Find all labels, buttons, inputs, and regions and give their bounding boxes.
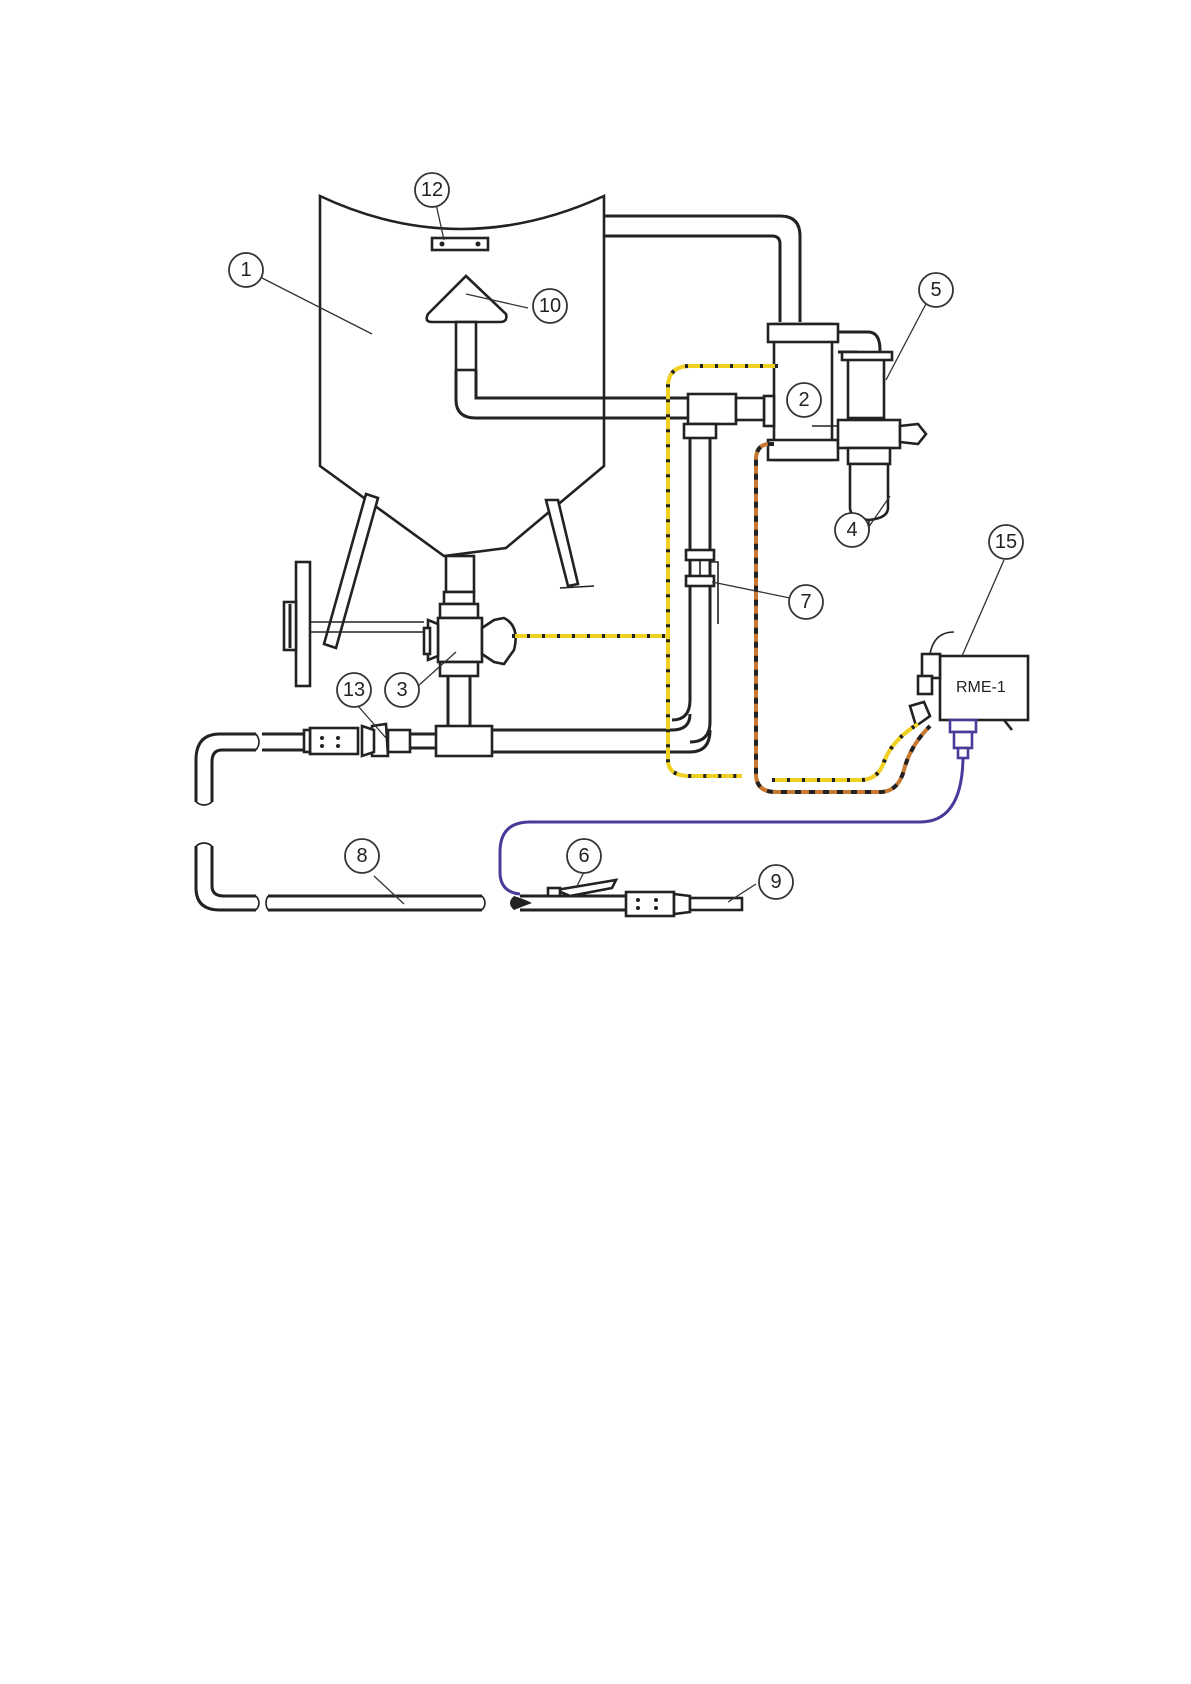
deadman-handle — [510, 880, 626, 910]
callout-12: 12 — [415, 173, 449, 207]
callout-8: 8 — [345, 839, 379, 873]
callout-2: 2 — [787, 383, 821, 417]
callout-3: 3 — [385, 673, 419, 707]
control-box: RME-1 — [910, 632, 1028, 758]
svg-text:5: 5 — [930, 279, 941, 301]
callout-10: 10 — [533, 289, 567, 323]
callout-13: 13 — [337, 673, 371, 707]
svg-text:6: 6 — [578, 845, 589, 867]
svg-text:3: 3 — [396, 679, 407, 701]
callout-1: 1 — [229, 253, 263, 287]
svg-text:15: 15 — [995, 531, 1017, 553]
pressure-vessel — [320, 196, 604, 648]
callout-7: 7 — [789, 585, 823, 619]
control-box-label: RME-1 — [956, 679, 1006, 696]
control-line-orange — [756, 444, 930, 792]
electric-cable — [500, 758, 963, 894]
svg-text:7: 7 — [800, 591, 811, 613]
svg-text:13: 13 — [343, 679, 365, 701]
svg-text:10: 10 — [539, 295, 561, 317]
callout-9: 9 — [759, 865, 793, 899]
blast-hose-upper — [196, 734, 304, 805]
svg-text:2: 2 — [798, 389, 809, 411]
metering-valve — [424, 592, 516, 676]
svg-text:4: 4 — [846, 519, 857, 541]
callout-15: 15 — [989, 525, 1023, 559]
blast-hose — [196, 843, 485, 910]
vessel-leg-right — [546, 500, 578, 586]
svg-text:12: 12 — [421, 179, 443, 201]
vessel-leg-left — [324, 494, 378, 648]
svg-text:1: 1 — [240, 259, 251, 281]
pressure-regulator — [842, 352, 892, 418]
coupling — [304, 724, 410, 756]
blast-nozzle — [626, 892, 742, 916]
callout-4: 4 — [835, 513, 869, 547]
callout-5: 5 — [919, 273, 953, 307]
callout-6: 6 — [567, 839, 601, 873]
svg-text:9: 9 — [770, 871, 781, 893]
svg-text:8: 8 — [356, 845, 367, 867]
